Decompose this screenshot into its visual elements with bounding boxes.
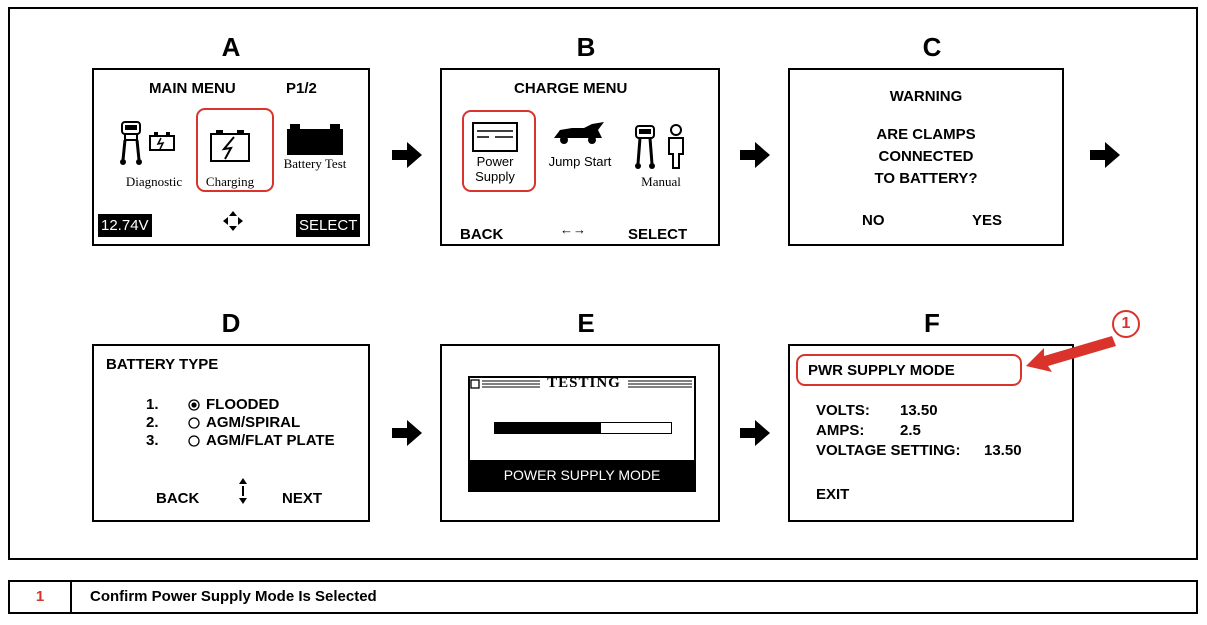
menu-item-jump-start: Jump Start (548, 154, 612, 169)
status-banner: POWER SUPPLY MODE (470, 460, 694, 490)
step-letter-a: A (221, 32, 241, 62)
charge-menu-title: CHARGE MENU (514, 80, 628, 97)
screen-d-battery-type: BATTERY TYPE 1. FLOODED 2. AGM/SPIRAL 3.… (92, 344, 370, 522)
callout-number: 1 (1112, 310, 1140, 338)
up-down-arrows-icon (239, 478, 247, 504)
main-menu-title: MAIN MENU (149, 80, 236, 97)
legend-text: Confirm Power Supply Mode Is Selected (90, 588, 377, 605)
left-right-arrows-icon: ←→ (560, 222, 586, 237)
option-number: 2. (146, 414, 159, 431)
menu-item-manual: Manual (641, 174, 681, 189)
screen-a-main-menu: MAIN MENU P1/2 Diagnostic Charging Batte… (92, 68, 370, 246)
amps-value: 2.5 (900, 422, 921, 439)
warning-line-2: CONNECTED (878, 148, 974, 165)
voltage-readout: 12.74V (98, 214, 152, 237)
warning-title: WARNING (889, 88, 963, 105)
menu-item-battery-test: Battery Test (283, 156, 347, 171)
diagnostic-icon (120, 121, 175, 165)
option-agm-flat-plate: AGM/FLAT PLATE (206, 432, 335, 449)
menu-item-power-supply: Power Supply (475, 154, 515, 184)
page-indicator: P1/2 (286, 80, 317, 97)
testing-title: TESTING (547, 375, 621, 391)
progress-fill (495, 423, 601, 433)
warning-line-3: TO BATTERY? (874, 170, 978, 187)
arrow-right-icon (740, 142, 770, 168)
amps-label: AMPS: (816, 422, 865, 439)
select-softkey: SELECT (296, 214, 361, 237)
power-supply-highlight (462, 110, 536, 192)
arrow-right-icon (392, 420, 422, 446)
mode-highlight (796, 354, 1022, 386)
testing-titlebar (470, 379, 692, 389)
arrow-right-icon (740, 420, 770, 446)
four-way-arrows-icon (223, 211, 243, 231)
step-letter-f: F (924, 308, 940, 338)
volts-value: 13.50 (900, 402, 938, 419)
next-softkey: NEXT (282, 490, 323, 507)
select-softkey: SELECT (628, 226, 688, 243)
option-agm-spiral: AGM/SPIRAL (206, 414, 301, 431)
warning-line-1: ARE CLAMPS (876, 126, 976, 143)
step-letter-b: B (576, 32, 596, 62)
exit-softkey: EXIT (816, 486, 850, 503)
legend-row: 1 Confirm Power Supply Mode Is Selected (8, 580, 1198, 614)
progress-bar (494, 422, 672, 434)
radio-empty-icon (188, 435, 200, 447)
option-flooded: FLOODED (206, 396, 280, 413)
radio-empty-icon (188, 417, 200, 429)
screen-c-warning: WARNING ARE CLAMPS CONNECTED TO BATTERY?… (788, 68, 1064, 246)
step-letter-e: E (577, 308, 595, 338)
manual-icon (635, 124, 684, 169)
arrow-right-icon (1090, 142, 1120, 168)
step-letter-c: C (922, 32, 942, 62)
arrow-right-icon (392, 142, 422, 168)
option-number: 1. (146, 396, 159, 413)
volts-label: VOLTS: (816, 402, 870, 419)
battery-icon (287, 124, 343, 155)
screen-e-testing: TESTING POWER SUPPLY MODE (440, 344, 720, 522)
menu-item-charging: Charging (205, 174, 255, 189)
battery-type-title: BATTERY TYPE (106, 356, 219, 373)
charging-highlight (196, 108, 274, 192)
option-number: 3. (146, 432, 159, 449)
car-jump-icon (554, 122, 604, 144)
charging-icon (210, 130, 250, 162)
testing-window: TESTING POWER SUPPLY MODE (468, 375, 696, 492)
screen-f-power-supply: PWR SUPPLY MODE VOLTS: 13.50 AMPS: 2.5 V… (788, 344, 1074, 522)
callout-arrow-icon (1026, 336, 1116, 372)
no-softkey: NO (862, 212, 885, 229)
power-supply-icon (472, 122, 518, 152)
voltage-setting-label: VOLTAGE SETTING: (816, 442, 961, 459)
step-letter-d: D (221, 308, 241, 338)
radio-selected-icon (188, 399, 200, 411)
menu-item-diagnostic: Diagnostic (125, 174, 183, 189)
voltage-setting-value: 13.50 (984, 442, 1022, 459)
back-softkey: BACK (460, 226, 504, 243)
legend-number: 1 (10, 582, 72, 612)
diagram-frame (8, 7, 1198, 560)
yes-softkey: YES (972, 212, 1003, 229)
mode-label: PWR SUPPLY MODE (808, 362, 955, 379)
screen-b-charge-menu: CHARGE MENU Power Supply Jump Start Manu… (440, 68, 720, 246)
back-softkey: BACK (156, 490, 200, 507)
